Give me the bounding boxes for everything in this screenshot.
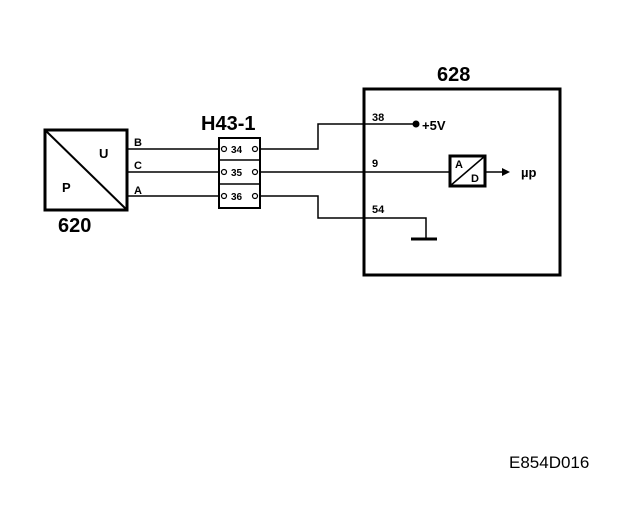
- sensor-terminal-c: C: [134, 160, 142, 172]
- ground-line: [364, 217, 427, 238]
- ad-converter-d-label: D: [471, 173, 479, 185]
- output-label: µp: [521, 165, 536, 180]
- module-wires: [260, 123, 364, 219]
- module-pin-9: 9: [372, 158, 378, 170]
- module-628: 628 38 +5V 9 A D µp 54: [362, 64, 562, 277]
- figure-code: E854D016: [509, 453, 589, 472]
- ad-converter-a-label: A: [455, 159, 463, 171]
- ad-converter-diagonal: [449, 155, 486, 187]
- sensor-wires: [127, 148, 219, 197]
- connector-pin-left: [220, 168, 228, 176]
- connector-pin-36: 36: [231, 192, 243, 203]
- wire-34-38: [260, 123, 364, 150]
- sensor-upper-label: U: [99, 146, 108, 161]
- connector-pin-right: [251, 192, 259, 200]
- wire-36-54: [260, 195, 364, 219]
- connector-h43-1: H43-1 34 35 36: [201, 113, 261, 209]
- connector-pin-right: [251, 168, 259, 176]
- connector-pin-left: [220, 192, 228, 200]
- sensor-id: 620: [58, 215, 91, 237]
- connector-pin-left: [220, 145, 228, 153]
- output-arrow-icon: [502, 168, 510, 176]
- supply-node: [412, 120, 420, 128]
- sensor-lower-label: P: [62, 180, 71, 195]
- module-pin-38: 38: [372, 112, 384, 124]
- sensor-terminal-a: A: [134, 185, 142, 197]
- supply-voltage: +5V: [422, 118, 446, 133]
- connector-pin-34: 34: [231, 145, 243, 156]
- module-id: 628: [437, 64, 470, 86]
- connector-pin-right: [251, 145, 259, 153]
- module-box: [362, 87, 562, 277]
- sensor-terminal-b: B: [134, 137, 142, 149]
- module-pin-54: 54: [372, 204, 385, 216]
- sensor-diagonal: [44, 129, 128, 211]
- sensor-620: U P 620 B C A: [43, 128, 142, 237]
- connector-id: H43-1: [201, 113, 255, 135]
- connector-pin-35: 35: [231, 168, 243, 179]
